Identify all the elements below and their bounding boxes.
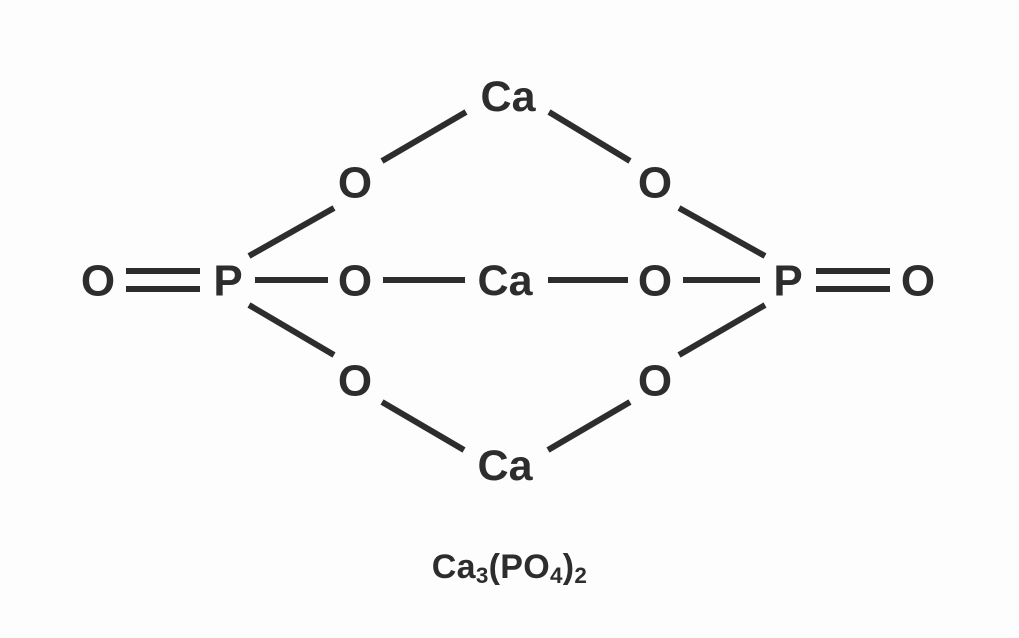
- atom-label-o-right-terminal: O: [901, 257, 935, 306]
- atom-label-ca-top: Ca: [481, 73, 537, 121]
- atom-halo-o-center-right: [631, 256, 679, 304]
- bond-bond-p-left-o-upper-left: [247, 205, 336, 259]
- atom-halo-ca-center: [475, 250, 535, 310]
- atom-halo-p-left: [204, 256, 252, 304]
- atom-label-o-lower-left: O: [338, 357, 372, 406]
- atom-label-o-left-terminal: O: [81, 257, 115, 306]
- atom-halo-o-center-left: [331, 256, 379, 304]
- atom-halo-o-lower-right: [631, 356, 679, 404]
- formula-part-ca: Ca: [431, 548, 476, 586]
- atom-halo-p-right: [764, 256, 812, 304]
- atom-halo-o-upper-right: [631, 158, 679, 206]
- formula-subscript-2: 2: [574, 562, 588, 588]
- atom-halo-o-right-terminal: [894, 256, 942, 304]
- bond-bond-ca-bottom-o-lower-right: [546, 399, 632, 453]
- atom-label-p-left: P: [213, 257, 242, 306]
- atom-halo-o-lower-left: [331, 356, 379, 404]
- atom-label-o-lower-right: O: [638, 357, 672, 406]
- bond-bond-o-lower-right-p-right: [677, 302, 767, 358]
- atom-halo-ca-bottom: [475, 435, 535, 495]
- bond-bond-o-upper-left-ca-top: [380, 109, 468, 164]
- bond-bond-p-left-o-lower-left: [247, 302, 336, 358]
- atom-label-p-right: P: [773, 257, 802, 306]
- atom-label-ca-center: Ca: [478, 257, 534, 305]
- atom-halo-o-upper-left: [331, 158, 379, 206]
- atom-label-o-upper-left: O: [338, 159, 372, 208]
- atom-label-o-center-left: O: [338, 257, 372, 306]
- atom-label-ca-bottom: Ca: [478, 442, 534, 490]
- formula-subscript-4: 4: [550, 562, 563, 588]
- bonds-layer: [126, 109, 890, 453]
- bond-bond-o-lower-left-ca-bottom: [380, 399, 466, 453]
- atom-halo-o-left-terminal: [74, 256, 122, 304]
- bond-bond-ca-top-o-upper-right: [547, 109, 632, 164]
- formula-part-close-paren: ): [562, 548, 575, 586]
- formula-caption: Ca3(PO4)2: [0, 548, 1019, 589]
- bond-bond-o-upper-right-p-right: [677, 205, 767, 259]
- atom-label-o-upper-right: O: [638, 159, 672, 208]
- atom-label-o-center-right: O: [638, 257, 672, 306]
- formula-subscript-3: 3: [475, 562, 489, 588]
- formula-part-po: (PO: [488, 548, 551, 586]
- atom-halo-ca-top: [478, 66, 538, 126]
